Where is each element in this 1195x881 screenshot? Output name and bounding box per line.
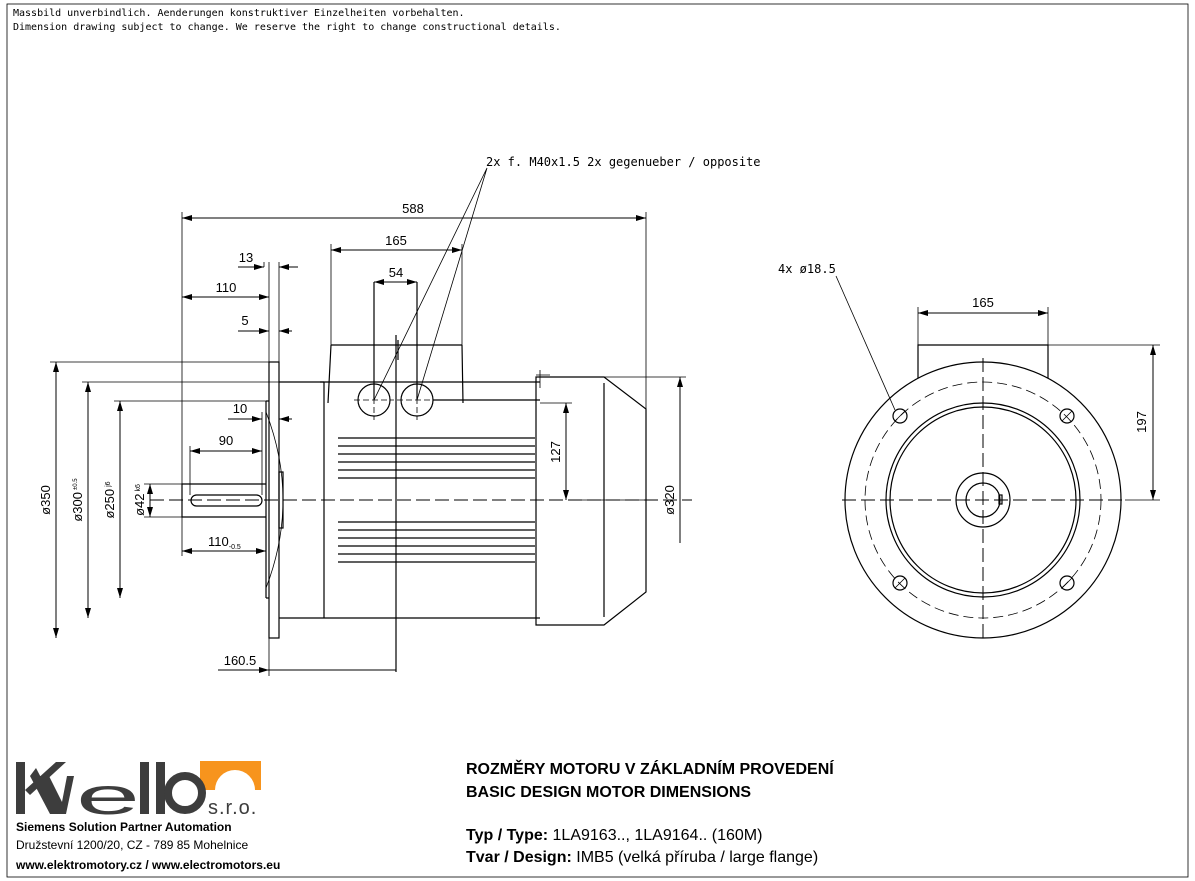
dim-165: 165 [385, 233, 407, 248]
dim-front-165: 165 [972, 295, 994, 310]
front-view: 165 197 4x ø18.5 [778, 262, 1160, 642]
shaft [181, 483, 266, 518]
dim-90: 90 [219, 433, 233, 448]
bolt-hole [1059, 408, 1075, 424]
side-view: 2x f. M40x1.5 2x gegenueber / opposite 5… [38, 155, 761, 676]
dim-d300: ø300±0.5 [70, 478, 85, 522]
dim-10: 10 [233, 401, 247, 416]
bolt-hole [892, 575, 908, 591]
type-label: Typ / Type: [466, 827, 549, 844]
design-value: IMB5 (velká příruba / large flange) [576, 849, 819, 866]
company-tagline: Siemens Solution Partner Automation [16, 820, 232, 834]
svg-text:e: e [76, 768, 140, 826]
fan-cover [535, 376, 647, 626]
dim-110: 110 [216, 280, 237, 295]
gland-leader [373, 167, 488, 401]
keyway [190, 494, 263, 507]
cooling-fins [338, 437, 535, 563]
dim-d42: ø42k6 [132, 484, 147, 516]
bolt-holes [892, 408, 1075, 591]
title-cz: ROZMĚRY MOTORU V ZÁKLADNÍM PROVEDENÍ [466, 761, 834, 778]
dim-5: 5 [241, 313, 248, 328]
bolt-hole [1059, 575, 1075, 591]
dim-d350: ø350 [38, 485, 53, 515]
dim-127: 127 [548, 441, 563, 463]
dim-54: 54 [389, 265, 403, 280]
dim-197: 197 [1134, 411, 1149, 433]
company-web[interactable]: www.elektromotory.cz / www.electromotors… [16, 858, 281, 872]
hole-leader [835, 275, 896, 411]
company-logo: e s.r.o. [16, 761, 261, 826]
terminal-box-front [917, 344, 1049, 378]
company-address: Družstevní 1200/20, CZ - 789 85 Mohelnic… [16, 838, 249, 852]
design-line: Tvar / Design: IMB5 (velká příruba / lar… [466, 849, 818, 867]
type-line: Typ / Type: 1LA9163.., 1LA9164.. (160M) [466, 827, 762, 845]
note-de: Massbild unverbindlich. Aenderungen kons… [13, 8, 465, 19]
gland-note: 2x f. M40x1.5 2x gegenueber / opposite [486, 155, 761, 169]
type-value: 1LA9163.., 1LA9164.. (160M) [552, 827, 763, 844]
shaft-collar [278, 471, 284, 529]
sheet-border [6, 3, 1189, 878]
title-en: BASIC DESIGN MOTOR DIMENSIONS [466, 784, 752, 801]
hole-note: 4x ø18.5 [778, 262, 836, 276]
note-en: Dimension drawing subject to change. We … [13, 22, 561, 33]
logo-suffix: s.r.o. [208, 797, 257, 819]
dim-588: 588 [402, 201, 424, 216]
design-label: Tvar / Design: [466, 849, 572, 866]
dim-13: 13 [239, 250, 253, 265]
bolt-hole [892, 408, 908, 424]
dim-110-tol: 110-0.5 [208, 534, 241, 551]
dim-d320: ø320 [662, 485, 677, 515]
dim-160-5: 160.5 [224, 653, 257, 668]
dim-d250: ø250j6 [102, 481, 117, 518]
